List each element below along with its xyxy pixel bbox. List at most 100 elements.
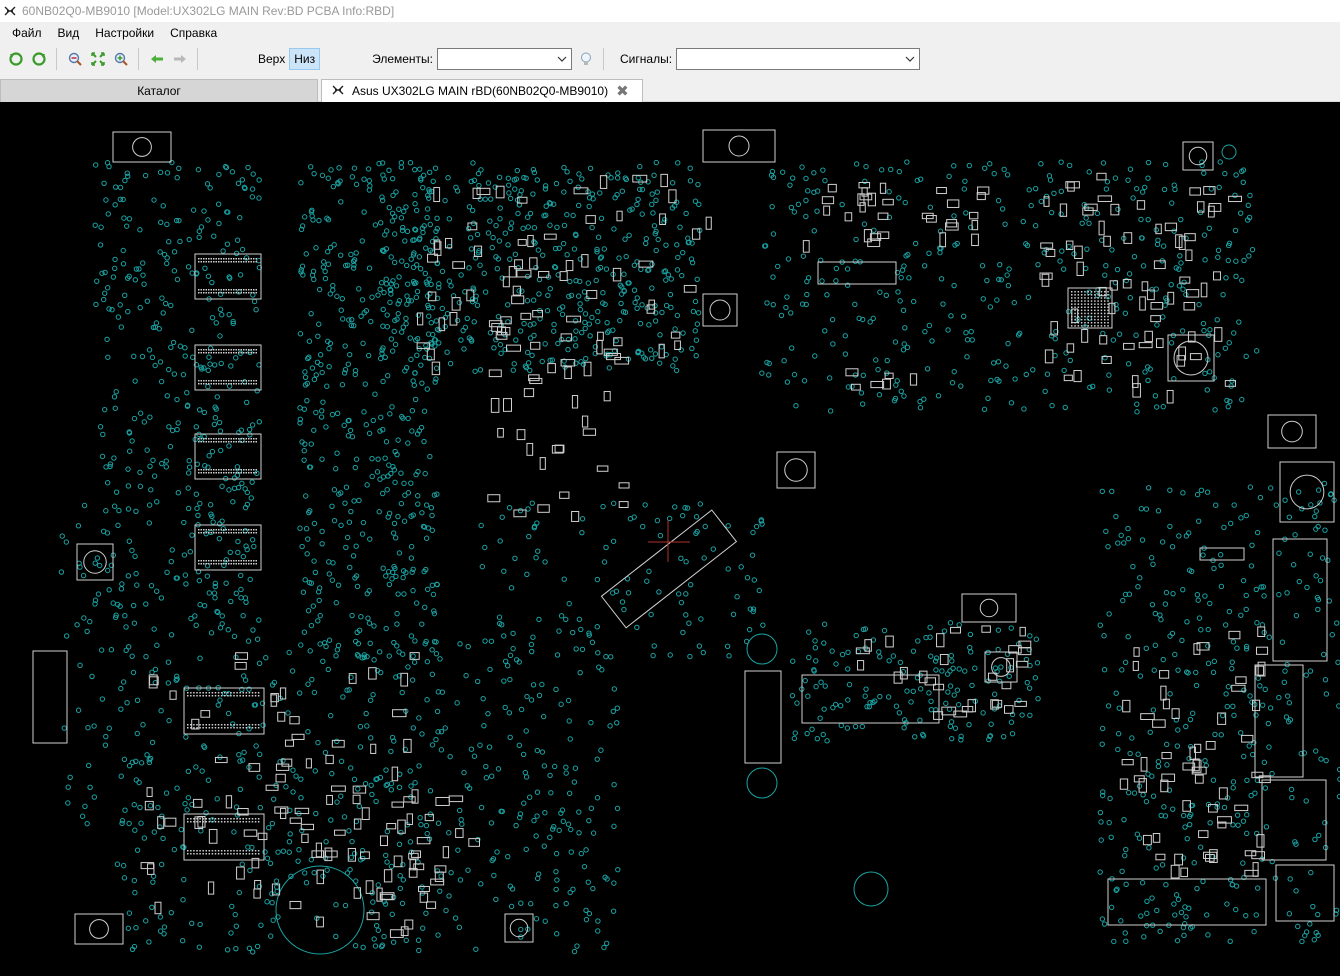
test-point [680, 330, 686, 336]
test-point [966, 721, 972, 728]
test-point [217, 625, 224, 631]
passive-component [416, 837, 431, 845]
passive-component [140, 862, 155, 870]
menu-file[interactable]: Файл [12, 26, 42, 40]
passive-component [581, 415, 589, 428]
test-point [814, 735, 821, 742]
test-point [1033, 636, 1040, 642]
bga-pad [211, 850, 214, 852]
test-point [948, 313, 954, 319]
test-point [1143, 645, 1150, 652]
test-point [967, 224, 974, 231]
mounting-pad [961, 593, 1017, 623]
test-point [475, 170, 482, 177]
test-point [368, 909, 375, 915]
test-point [1103, 186, 1110, 192]
bga-pad [1097, 309, 1099, 312]
highlight-button[interactable] [575, 48, 597, 70]
test-point [280, 848, 287, 854]
bga-pad [214, 853, 217, 855]
test-point [405, 440, 411, 446]
test-point [824, 738, 830, 744]
test-point [239, 437, 245, 444]
close-icon[interactable]: ✖ [616, 83, 629, 100]
test-point [980, 296, 986, 302]
bga-pad [1100, 291, 1103, 293]
passive-component [1103, 235, 1111, 247]
tab-board[interactable]: Asus UX302LG MAIN rBD(60NB02Q0-MB9010) ✖ [321, 79, 643, 102]
test-point [433, 228, 439, 235]
passive-component [1045, 248, 1056, 257]
test-point [395, 591, 401, 597]
bga-pad [238, 560, 240, 562]
test-point [901, 725, 907, 731]
test-point [1139, 537, 1146, 543]
test-point [577, 306, 584, 313]
passive-component [434, 865, 447, 873]
test-point [544, 308, 551, 314]
elements-combo[interactable] [437, 48, 573, 70]
test-point [348, 508, 354, 515]
test-point [1201, 170, 1207, 176]
zoom-in-button[interactable] [110, 48, 132, 70]
bga-pad [233, 563, 235, 565]
test-point [187, 549, 193, 555]
bga-pad [227, 695, 229, 697]
test-point [1194, 491, 1201, 498]
test-point [536, 276, 543, 283]
test-point [1170, 806, 1176, 812]
pcb-board-view[interactable] [0, 102, 1340, 976]
bga-pad [200, 563, 202, 565]
passive-component [427, 253, 439, 263]
bga-pad [245, 380, 247, 382]
bga-pad [1097, 294, 1099, 296]
passive-component [941, 706, 957, 716]
fit-button[interactable] [87, 48, 109, 70]
bga-pad [230, 529, 232, 531]
test-point [302, 870, 308, 876]
test-point [1243, 512, 1249, 519]
layer-top-button[interactable]: Верх [258, 52, 286, 66]
forward-button[interactable] [169, 48, 191, 70]
test-point [607, 723, 613, 729]
test-point [1030, 367, 1036, 373]
test-point [460, 327, 466, 334]
test-point [1188, 811, 1194, 818]
test-point [335, 582, 342, 588]
test-point [251, 543, 257, 550]
test-point [659, 309, 665, 316]
passive-component [933, 683, 945, 691]
bga-pad [224, 821, 226, 823]
test-point [799, 164, 805, 170]
mounting-hole [709, 299, 731, 321]
bga-pad [233, 469, 235, 471]
bga-pad [215, 380, 217, 382]
zoom-out-button[interactable] [64, 48, 86, 70]
menu-view[interactable]: Вид [57, 26, 80, 40]
test-point [675, 254, 681, 261]
test-point [373, 922, 380, 929]
refresh-alt-button[interactable] [28, 48, 50, 70]
pcb-canvas[interactable] [0, 102, 1340, 976]
test-point [112, 202, 118, 208]
menu-settings[interactable]: Настройки [95, 26, 155, 40]
test-point [512, 251, 519, 258]
refresh-button[interactable] [5, 48, 27, 70]
tab-catalog[interactable]: Каталог [0, 79, 318, 102]
passive-component [586, 290, 598, 299]
bga-pad [218, 563, 220, 565]
test-point [914, 177, 921, 184]
signals-combo[interactable] [676, 48, 921, 70]
test-point [1105, 543, 1111, 550]
bga-pad [200, 438, 202, 440]
test-point [663, 277, 669, 283]
test-point [1218, 732, 1224, 738]
test-point [366, 187, 373, 193]
test-point [578, 626, 584, 633]
back-button[interactable] [146, 48, 168, 70]
menu-help[interactable]: Справка [170, 26, 218, 40]
test-point [507, 256, 513, 262]
test-point [579, 646, 586, 653]
test-point [1225, 257, 1231, 264]
layer-bottom-button[interactable]: Низ [289, 48, 321, 70]
